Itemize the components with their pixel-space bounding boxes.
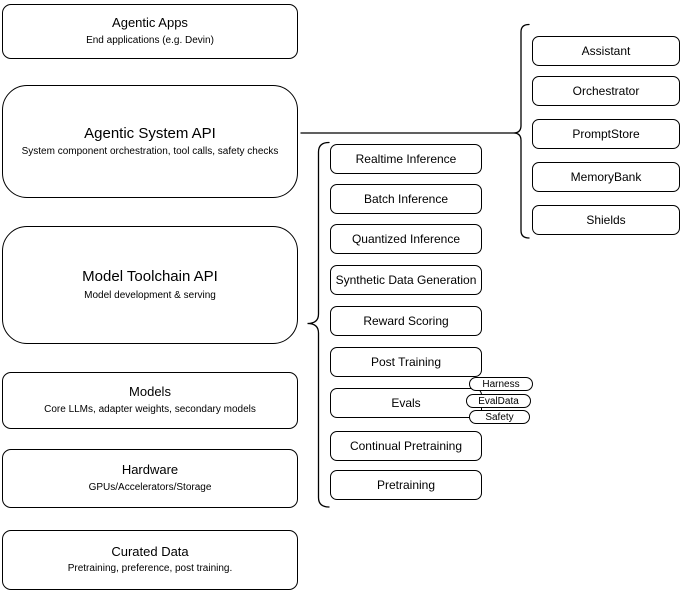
node-agentic-system-api: Agentic System API System component orch… [2, 85, 298, 198]
toolchain-brace [307, 141, 330, 508]
node-promptstore: PromptStore [532, 119, 680, 149]
node-title: Models [129, 384, 171, 400]
node-models: Models Core LLMs, adapter weights, secon… [2, 372, 298, 429]
tag-harness: Harness [469, 377, 533, 391]
tag-evaldata: EvalData [466, 394, 531, 408]
node-batch-inference: Batch Inference [330, 184, 482, 214]
node-agentic-apps: Agentic Apps End applications (e.g. Devi… [2, 4, 298, 59]
node-pretraining: Pretraining [330, 470, 482, 500]
node-curated-data: Curated Data Pretraining, preference, po… [2, 530, 298, 590]
node-subtitle: Pretraining, preference, post training. [67, 563, 233, 575]
node-subtitle: Core LLMs, adapter weights, secondary mo… [44, 403, 256, 415]
node-realtime-inference: Realtime Inference [330, 144, 482, 174]
components-brace [513, 23, 530, 239]
node-title: Model Toolchain API [82, 268, 218, 286]
node-title: Agentic System API [84, 124, 216, 142]
node-evals: Evals [330, 388, 482, 418]
node-continual-pretraining: Continual Pretraining [330, 431, 482, 461]
node-reward-scoring: Reward Scoring [330, 306, 482, 336]
node-quantized-inference: Quantized Inference [330, 224, 482, 254]
node-subtitle: End applications (e.g. Devin) [86, 34, 214, 46]
tag-safety: Safety [469, 410, 530, 424]
node-shields: Shields [532, 205, 680, 235]
node-orchestrator: Orchestrator [532, 76, 680, 106]
node-model-toolchain-api: Model Toolchain API Model development & … [2, 226, 298, 344]
node-title: Agentic Apps [112, 15, 188, 31]
node-subtitle: System component orchestration, tool cal… [21, 146, 279, 158]
node-assistant: Assistant [532, 36, 680, 66]
node-subtitle: GPUs/Accelerators/Storage [88, 481, 212, 493]
node-title: Curated Data [111, 543, 189, 559]
node-memorybank: MemoryBank [532, 162, 680, 192]
node-subtitle: Model development & serving [84, 289, 216, 301]
node-hardware: Hardware GPUs/Accelerators/Storage [2, 449, 298, 508]
node-synthetic-data-generation: Synthetic Data Generation [330, 265, 482, 295]
node-post-training: Post Training [330, 347, 482, 377]
node-title: Hardware [121, 462, 179, 478]
